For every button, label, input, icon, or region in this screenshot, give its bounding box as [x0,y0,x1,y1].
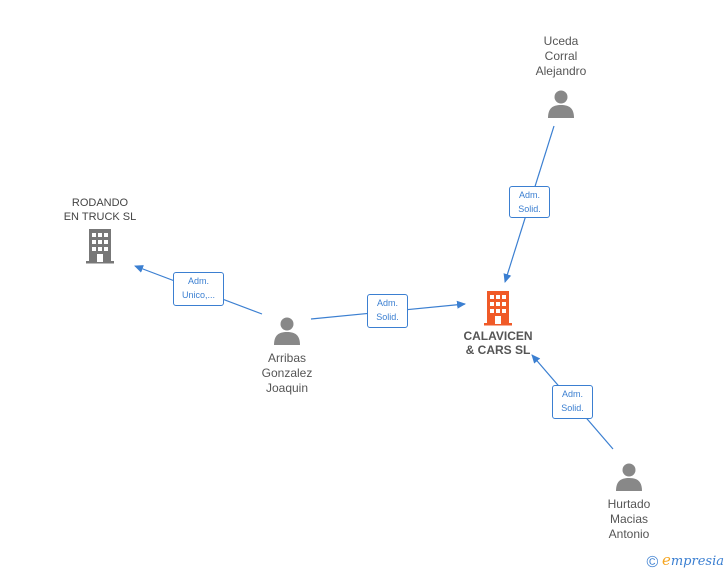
empresia-logo[interactable]: © empresia [647,551,724,572]
person-icon [548,90,574,118]
person-icon [274,317,300,345]
node-hurtado[interactable]: Hurtado Macias Antonio [588,462,670,542]
brand-name: mpresia [670,554,724,569]
building-icon [86,229,114,264]
edge-label-arribas-calavicen: Adm. Solid. [367,294,408,328]
brand-initial: e [661,551,671,569]
node-arribas[interactable]: Arribas Gonzalez Joaquin [246,316,328,396]
node-label: CALAVICEN & CARS SL [463,329,533,357]
node-uceda[interactable]: Uceda Corral Alejandro [520,34,602,119]
edge-label-hurtado-calavicen: Adm. Solid. [552,385,593,419]
edge-label-uceda-calavicen: Adm. Solid. [509,186,550,218]
building-icon [484,291,512,326]
copyright-icon: © [646,554,659,571]
node-label: RODANDO EN TRUCK SL [63,197,137,223]
node-rodando[interactable]: RODANDO EN TRUCK SL [50,196,150,264]
edge-label-arribas-rodando: Adm. Unico,... [173,272,224,306]
node-label: Uceda Corral Alejandro [535,34,587,78]
node-label: Arribas Gonzalez Joaquin [261,351,313,395]
person-icon [616,463,642,491]
node-calavicen[interactable]: CALAVICEN & CARS SL [448,290,548,357]
node-label: Hurtado Macias Antonio [607,497,651,541]
